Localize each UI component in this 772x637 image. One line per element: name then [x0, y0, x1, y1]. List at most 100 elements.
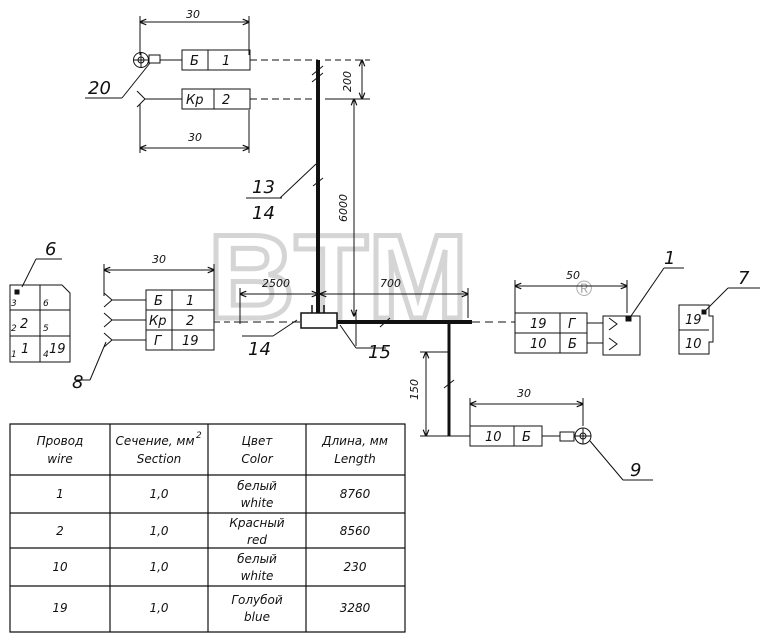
left-connector: [76, 264, 240, 380]
row-3-section: 1,0: [149, 560, 168, 574]
dim-2500: 2500: [262, 277, 290, 290]
header-color-ru: Цвет: [242, 434, 274, 448]
pin-7-wire-10: 10: [685, 337, 702, 352]
pin-6-wire-2: 2: [20, 317, 28, 332]
left-row-2-color: Кр: [149, 314, 166, 329]
dim-right-50: 50: [566, 269, 580, 282]
pin-6-label-3: 3: [11, 299, 17, 309]
spade-terminal-top: [137, 91, 145, 107]
watermark: BTM ®: [206, 208, 593, 347]
header-section-sup: 2: [196, 431, 202, 441]
left-row-2-wire: 2: [186, 314, 194, 329]
harness-junction: [301, 313, 337, 328]
pin-6-label-4: 4: [43, 350, 49, 360]
wire-table-row-1: 1 1,0 белый white 8760: [56, 479, 370, 510]
spade-left-1: [104, 293, 112, 307]
watermark-text: BTM: [208, 210, 468, 344]
ring-terminal-20-barrel: [149, 55, 160, 63]
wire-table-row-2: 2 1,0 Красный red 8560: [56, 516, 370, 547]
pin-6-label-6: 6: [43, 299, 49, 309]
bottom-label-block: [470, 426, 542, 446]
wire-table: [10, 424, 405, 632]
row-1-color-en: white: [241, 496, 274, 510]
row-4-color-ru: Голубой: [231, 593, 283, 607]
callout-14-lower: 14: [248, 339, 271, 360]
row-2-section: 1,0: [149, 524, 168, 538]
top-row-1-color: Б: [190, 54, 199, 69]
row-2-length: 8560: [340, 524, 371, 538]
top-row-2-wire: 2: [222, 93, 230, 108]
dim-left-30: 30: [152, 253, 166, 266]
callout-14-upper: 14: [252, 203, 275, 224]
row-3-color-ru: белый: [237, 552, 277, 566]
callout-7: 7: [738, 268, 750, 289]
right-row-1-color: Г: [568, 317, 577, 332]
header-length-en: Length: [334, 452, 376, 466]
dim-6000: 6000: [337, 194, 350, 222]
callout-6: 6: [45, 239, 56, 260]
row-2-color-en: red: [247, 533, 267, 547]
callout-14-leader: [273, 320, 297, 336]
callout-8: 8: [72, 372, 83, 393]
callout-1: 1: [664, 248, 675, 269]
left-row-1-wire: 1: [186, 294, 194, 309]
pin-6-label-5: 5: [43, 324, 49, 334]
pin-view-7: [679, 288, 760, 354]
row-1-color-ru: белый: [237, 479, 277, 493]
pin-view-7-body: [679, 305, 713, 354]
pin-7-wire-19: 19: [685, 313, 702, 328]
pin-view-6: [10, 259, 70, 362]
pin-view-6-body: [10, 285, 70, 362]
pin-6-label-1: 1: [11, 350, 17, 360]
row-3-wire: 10: [52, 560, 68, 574]
wire-table-row-3: 10 1,0 белый white 230: [52, 552, 366, 583]
wire-table-header: Провод wire Сечение, мм 2 Section Цвет C…: [37, 431, 388, 466]
callout-20: 20: [88, 78, 111, 99]
break-mark-mid: [313, 178, 323, 186]
left-row-3-wire: 19: [182, 334, 199, 349]
right-row-2-wire: 10: [530, 337, 547, 352]
row-4-length: 3280: [340, 601, 371, 615]
pin-6-label-2: 2: [11, 324, 17, 334]
callout-8-leader: [90, 342, 106, 380]
callout-13: 13: [252, 177, 275, 198]
row-3-length: 230: [344, 560, 367, 574]
header-wire-en: wire: [47, 452, 72, 466]
bottom-wire: 10: [485, 430, 502, 445]
spade-left-2: [104, 313, 112, 327]
callout-9: 9: [630, 460, 641, 481]
dim-700: 700: [380, 277, 401, 290]
header-wire-ru: Провод: [37, 434, 84, 448]
row-3-color-en: white: [241, 569, 274, 583]
pin-6-wire-19: 19: [49, 342, 66, 357]
bottom-color: Б: [522, 430, 531, 445]
connector-housing-1: [603, 316, 640, 355]
header-section-ru: Сечение, мм: [116, 434, 195, 448]
break-mark-top: [312, 66, 323, 75]
right-row-2-color: Б: [568, 337, 577, 352]
dim-second-30: 30: [188, 131, 202, 144]
left-row-3-color: Г: [154, 334, 163, 349]
pin-6-wire-1: 1: [21, 342, 29, 357]
top-row-1-wire: 1: [222, 54, 230, 69]
left-label-block: [146, 290, 214, 350]
row-4-section: 1,0: [149, 601, 168, 615]
top-row-2-color: Кр: [186, 93, 203, 108]
wire-table-row-4: 19 1,0 Голубой blue 3280: [52, 593, 370, 624]
callout-15: 15: [368, 342, 391, 363]
row-4-wire: 19: [52, 601, 67, 615]
row-1-wire: 1: [56, 487, 64, 501]
dim-bottom-30: 30: [517, 387, 531, 400]
header-section-en: Section: [137, 452, 182, 466]
dim-150: 150: [408, 379, 421, 400]
callout-13-leader: [280, 164, 316, 198]
header-color-en: Color: [241, 452, 273, 466]
row-2-wire: 2: [56, 524, 64, 538]
dim-top-30: 30: [186, 8, 200, 21]
dim-200: 200: [341, 71, 354, 92]
row-2-color-ru: Красный: [229, 516, 284, 530]
top-branch: [85, 16, 318, 153]
left-row-1-color: Б: [154, 294, 163, 309]
header-length-ru: Длина, мм: [321, 434, 388, 448]
